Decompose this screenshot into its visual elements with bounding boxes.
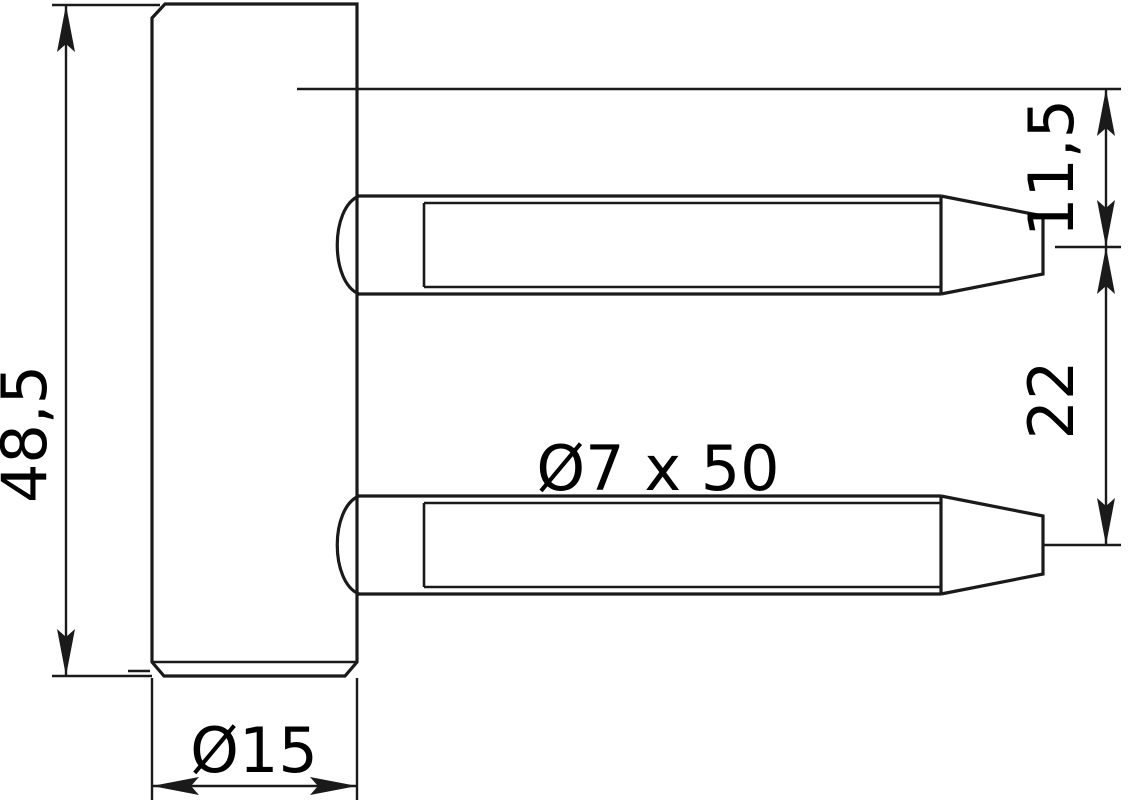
extension-lines	[52, 3, 1121, 800]
dim-label-overall-height: 48,5	[0, 365, 61, 503]
upper-pin	[335, 194, 1045, 296]
label-pin-spec: Ø7 x 50	[536, 432, 779, 505]
lower-pin-round-head	[335, 494, 360, 596]
flange-plate-outline	[150, 2, 359, 678]
arrow-head-up-22	[1097, 247, 1115, 294]
dimension-overall-height: 48,5	[0, 5, 75, 676]
arrow-head-up-11-5	[1097, 89, 1115, 136]
upper-pin-tapered-tip	[940, 194, 1045, 296]
dimension-top-offset: 11,5	[1015, 89, 1115, 247]
dimension-plate-width: Ø15	[152, 714, 357, 795]
upper-pin-round-head	[335, 194, 360, 296]
lower-pin-tapered-tip	[940, 494, 1045, 596]
arrow-head-right-d15	[310, 777, 357, 795]
dim-label-pin-spec: Ø7 x 50	[536, 432, 779, 505]
arrow-head-down-22	[1097, 498, 1115, 545]
lower-pin	[335, 494, 1045, 596]
flange-plate	[150, 2, 359, 678]
dim-label-plate-width: Ø15	[190, 714, 318, 787]
dim-label-pin-spacing: 22	[1015, 361, 1088, 440]
arrow-head-left-d15	[152, 777, 199, 795]
arrow-head-up-48-5	[57, 5, 75, 52]
arrow-head-down-11-5	[1097, 200, 1115, 247]
arrow-head-down-48-5	[57, 629, 75, 676]
dimension-pin-spacing: 22	[1015, 247, 1115, 545]
dim-label-top-offset: 11,5	[1015, 99, 1088, 237]
